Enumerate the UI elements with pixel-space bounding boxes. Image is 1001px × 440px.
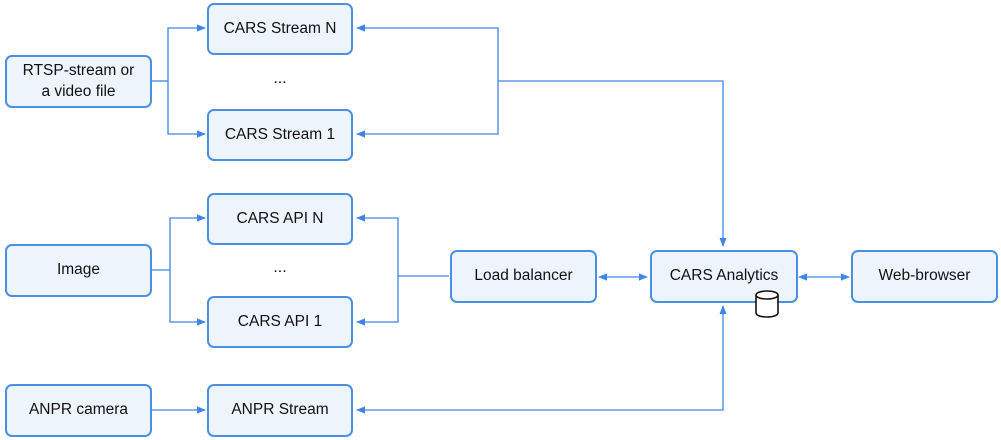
database-icon [755,290,779,318]
cars-stream-n-node: CARS Stream N [207,3,353,55]
edge-analytics-to-stream-1 [356,81,499,138]
anpr-stream-node: ANPR Stream [207,384,353,437]
image-label: Image [56,261,101,279]
edge-streams-to-analytics [498,80,727,247]
rtsp-source-node: RTSP-stream or a video file [5,55,152,108]
cars-stream-1-node: CARS Stream 1 [207,109,353,161]
edge-rtsp-to-stream-1 [167,81,206,138]
edge-analytics-to-stream-n [356,24,499,81]
web-browser-label: Web-browser [878,267,971,285]
anpr-camera-label: ANPR camera [28,401,129,419]
cars-api-1-node: CARS API 1 [207,296,353,348]
cars-api-n-label: CARS API N [236,209,324,227]
image-node: Image [5,244,152,297]
anpr-stream-label: ANPR Stream [231,401,329,419]
apis-ellipsis: ... [273,259,287,276]
web-browser-node: Web-browser [851,250,998,303]
edge-analytics-anpr [356,305,727,414]
cars-analytics-label: CARS Analytics [669,267,779,285]
rtsp-source-label: RTSP-stream or a video file [22,61,135,100]
load-balancer-node: Load balancer [450,250,597,303]
cars-stream-n-label: CARS Stream N [223,19,337,37]
cars-api-1-label: CARS API 1 [237,312,323,330]
edge-lb-to-api-n [356,214,399,276]
edge-image-to-api-1 [169,270,206,326]
cars-api-n-node: CARS API N [207,193,353,245]
edge-rtsp-to-stream-n [167,24,206,81]
streams-ellipsis: ... [273,70,287,87]
edge-lb-to-api-1 [356,276,399,326]
edge-image-to-api-n [169,214,206,270]
load-balancer-label: Load balancer [474,267,573,285]
anpr-camera-node: ANPR camera [5,384,152,437]
cars-stream-1-label: CARS Stream 1 [224,125,336,143]
